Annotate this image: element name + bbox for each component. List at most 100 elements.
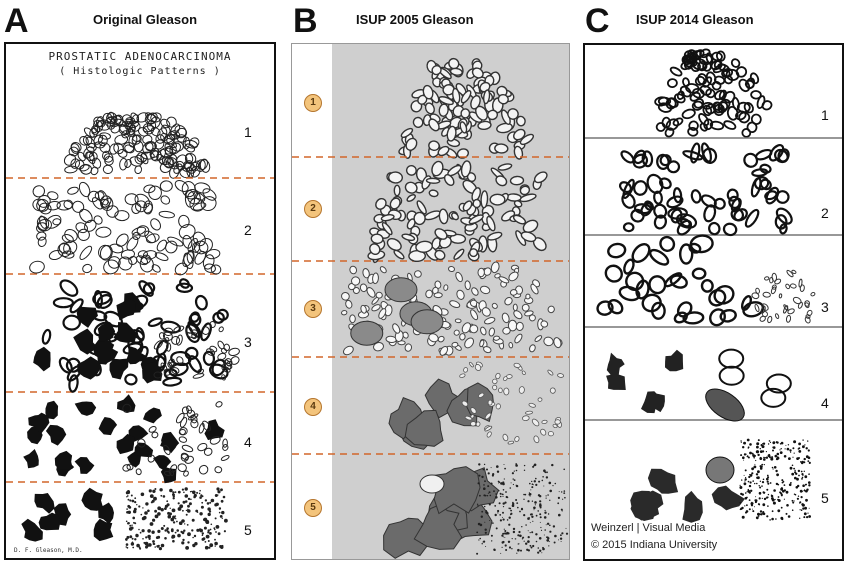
fused-gland — [606, 352, 625, 376]
single-cell — [537, 547, 540, 549]
single-cell — [127, 522, 130, 525]
gland — [215, 401, 223, 408]
single-cell — [771, 517, 774, 521]
gland — [792, 296, 802, 305]
single-cell — [758, 497, 761, 500]
single-cell — [557, 502, 560, 505]
single-cell — [802, 507, 805, 510]
single-cell — [741, 515, 745, 519]
single-cell — [181, 541, 185, 545]
gland — [62, 250, 75, 259]
gland — [775, 207, 793, 225]
single-cell — [501, 534, 504, 537]
single-cell — [217, 532, 221, 536]
single-cell — [141, 529, 145, 533]
single-cell — [740, 440, 742, 442]
single-cell — [134, 501, 137, 504]
gland — [176, 134, 187, 143]
gland — [494, 273, 501, 279]
single-cell — [772, 468, 774, 470]
gland — [464, 280, 471, 291]
single-cell — [184, 500, 188, 503]
single-cell — [135, 533, 139, 538]
panel-b-illustration — [292, 44, 569, 559]
gland — [404, 343, 413, 352]
gland — [453, 329, 460, 336]
gland — [167, 236, 184, 247]
gland — [169, 464, 178, 473]
single-cell — [145, 543, 148, 546]
single-cell — [190, 498, 192, 501]
single-cell — [784, 448, 786, 450]
gland — [482, 89, 491, 105]
single-cell — [761, 485, 763, 487]
single-cell — [565, 527, 567, 529]
single-cell — [171, 508, 176, 513]
panel-a-grade-5: 5 — [244, 522, 252, 538]
single-cell — [787, 444, 790, 446]
panel-c-title: ISUP 2014 Gleason — [636, 12, 754, 27]
single-cell — [760, 465, 763, 468]
single-cell — [181, 519, 185, 523]
gland — [114, 210, 130, 222]
single-cell — [476, 531, 479, 534]
single-cell — [546, 539, 550, 542]
gland — [178, 436, 188, 443]
gland — [413, 211, 426, 226]
single-cell — [199, 512, 203, 516]
single-cell — [142, 507, 144, 509]
single-cell — [802, 490, 803, 492]
gland — [708, 289, 727, 307]
single-cell — [774, 498, 776, 501]
single-cell — [529, 544, 532, 547]
single-cell — [763, 497, 767, 501]
gland — [721, 68, 731, 79]
single-cell — [167, 531, 170, 534]
single-cell — [532, 484, 534, 486]
gland — [804, 302, 810, 309]
single-cell — [755, 473, 758, 475]
fused-gland — [665, 349, 684, 372]
gland — [723, 90, 736, 104]
single-cell — [188, 502, 192, 506]
single-cell — [545, 497, 547, 499]
single-cell — [746, 496, 748, 499]
gland — [455, 271, 463, 283]
gland — [52, 297, 75, 309]
single-cell — [531, 480, 533, 483]
gland — [529, 344, 536, 353]
fused-gland — [113, 322, 138, 343]
gland — [507, 108, 519, 120]
gland — [57, 243, 72, 257]
single-cell — [776, 473, 779, 477]
single-cell — [487, 472, 490, 475]
single-cell — [543, 534, 545, 536]
single-cell — [486, 468, 488, 471]
gland — [477, 267, 485, 278]
single-cell — [156, 545, 160, 548]
single-cell — [216, 487, 220, 491]
fused-gland — [705, 388, 745, 422]
gland — [181, 406, 189, 415]
single-cell — [740, 441, 742, 443]
gland — [622, 222, 635, 233]
single-cell — [505, 549, 508, 551]
gland — [519, 133, 535, 146]
gland — [177, 463, 187, 473]
single-cell — [801, 476, 804, 479]
gland — [773, 148, 789, 164]
single-cell — [210, 498, 215, 503]
solid-sheet — [21, 518, 43, 542]
gland — [144, 230, 156, 244]
fused-gland — [98, 417, 118, 436]
gland — [686, 53, 698, 63]
single-cell — [539, 500, 542, 503]
solid-sheet — [682, 490, 703, 523]
single-cell — [199, 528, 203, 533]
single-cell — [220, 488, 223, 492]
single-cell — [506, 519, 509, 521]
single-cell — [767, 482, 770, 485]
gland — [448, 265, 455, 273]
gland — [486, 431, 492, 438]
single-cell — [174, 491, 177, 493]
